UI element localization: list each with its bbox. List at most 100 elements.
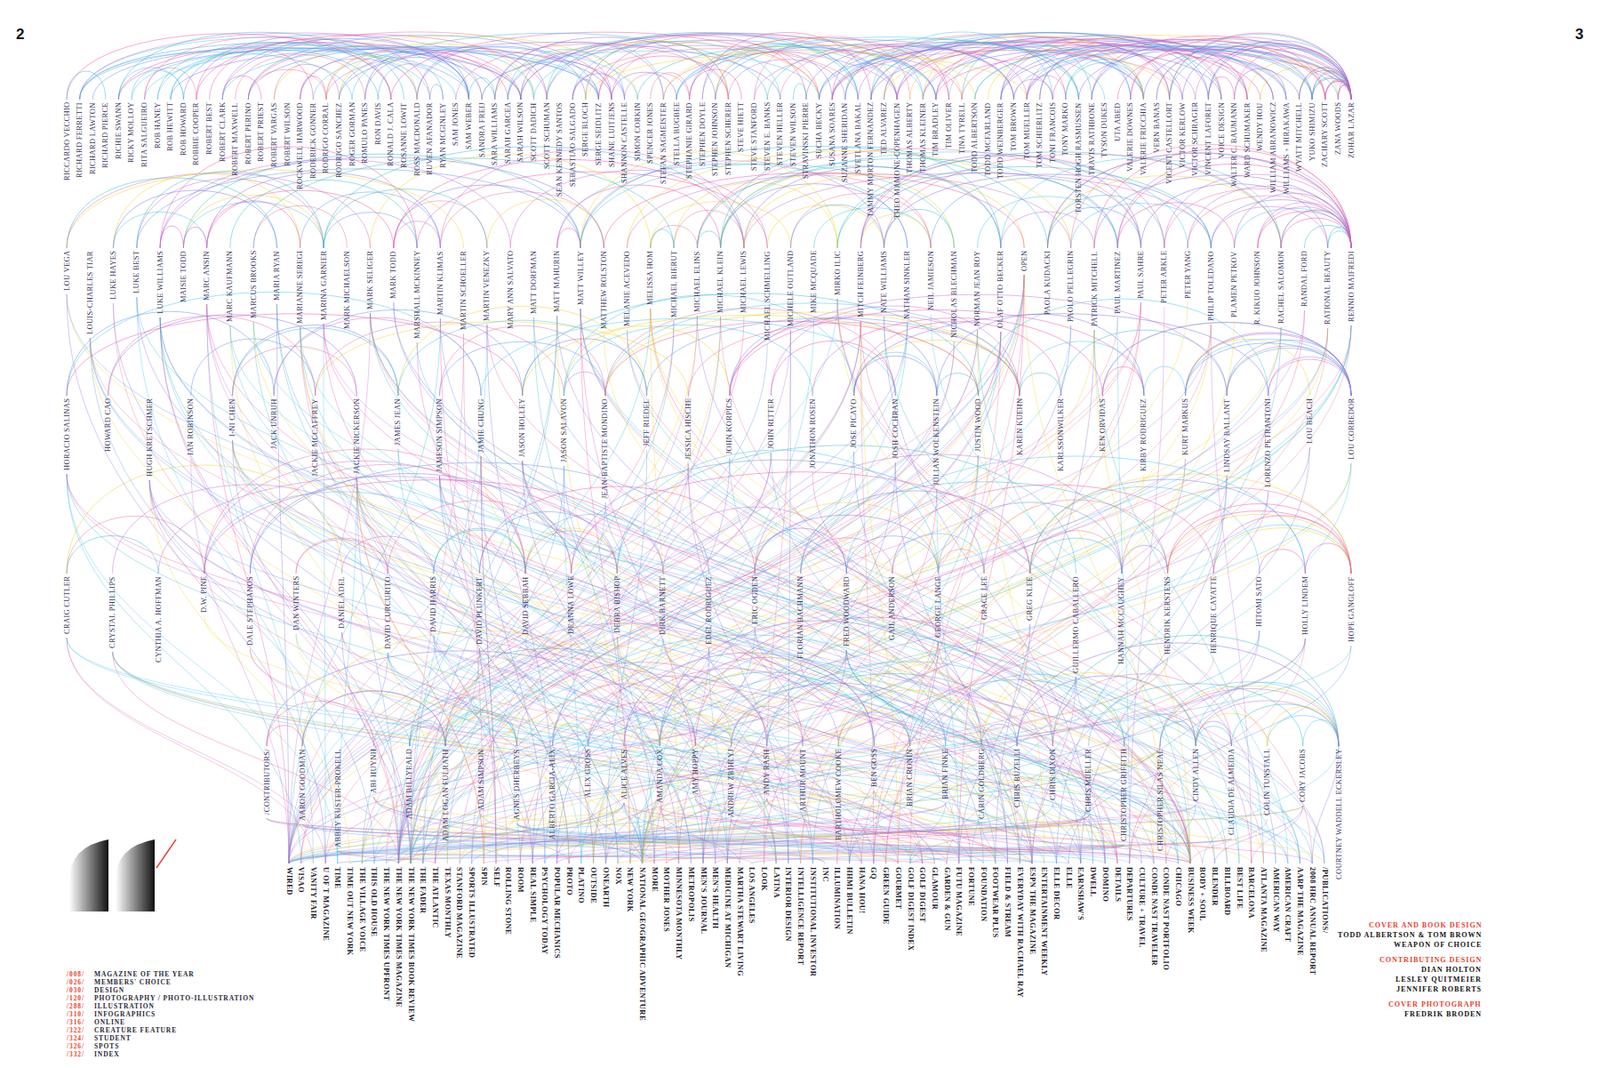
connection-arc [910,809,1192,864]
connection-arc [1000,40,1352,100]
publication-name: AMERICAN CRAFT [1284,866,1293,943]
contributor-name: RATIONAL BEAUTY [1323,250,1332,325]
connection-arc [1040,48,1170,100]
connection-arc [207,200,301,248]
connection-arc [183,201,324,248]
connection-arc [1019,341,1144,396]
contributor-name: R. KIKUO JOHNSON [1253,250,1262,325]
connection-arc [118,48,521,100]
connection-arc [959,274,1024,864]
connection-arc [277,304,570,864]
publication-name: THE FADER [419,866,428,913]
connection-arc [398,316,744,864]
connection-arc [66,637,1312,864]
publication-name: METROPOLIS [687,866,696,922]
index-section: DESIGN [94,986,125,994]
connection-arc [987,35,1326,100]
connection-arc [323,323,326,864]
connection-arc [66,71,106,100]
connection-arc [557,228,581,248]
publication-name: DETAILS [1113,866,1122,903]
connection-arc [837,298,1312,864]
contributor-name: ROBERT VARGAS [270,102,279,168]
contributor-name: MARTIN VENEZKY [482,250,491,321]
connection-arc [663,638,1118,864]
publication-name: MEDICINE AT MICHIGAN [723,866,732,968]
connection-arc [66,473,338,864]
contributor-name: DAVID HARRIS [429,576,438,632]
connection-arc [659,806,1312,864]
connection-arc [1094,175,1352,248]
contributor-name: LOU VEGA [63,250,72,291]
contributor-name: STEVE HIETT [736,102,745,152]
contributor-name: HUGH KRETSCHMER [145,398,154,477]
connection-arc [409,822,509,864]
contributor-name: SHANNON CASTELLE [620,102,629,184]
connection-arc [1091,39,1352,100]
publication-name: WIRED [285,866,294,896]
publication-name: AARP THE MAGAZINE [1296,866,1305,956]
connection-arc [232,346,358,397]
credit-name: LESLEY QUITMEIER [1395,976,1482,984]
publication-name: CHICAGO [1175,866,1184,906]
connection-arc [113,173,301,248]
connection-arc [1312,78,1352,100]
connection-arc [1160,681,1339,746]
connection-arc [792,83,807,100]
contributor-name: FRED WOODWARD [842,576,851,647]
contributor-name: YUKO SHIMIZU [1308,102,1317,161]
contributor-name: RICCARDO VECCHIO [63,102,72,181]
contributor-name: MATT DORFMAN [529,250,538,314]
contributor-name: RUVEN AFANADOR [425,102,434,176]
index-page-number: /288/ [66,1002,85,1010]
contributor-name: NEIL JAMIESON [927,250,936,311]
connection-arc [977,329,1192,864]
contributor-name: CHRIS BUZELLI [1013,748,1022,808]
connection-arc [1094,329,1264,864]
contributor-name: RODRIGO CORRAL [321,102,330,174]
connection-arc [136,296,1301,864]
contributor-name: SCOTT SCHUMAN [543,102,552,169]
connection-arc [873,790,1325,864]
contributor-name: CINDY ALLEN [1192,748,1200,801]
contributor-name: FLORIAN BACHMANN [796,576,805,659]
connection-arc [754,627,1325,864]
contributor-name: ALEX GROSS [584,748,592,798]
contributor-name: JESSICA HISCHE [684,398,693,460]
contributor-name: WYATT MITCHELL [1295,102,1304,172]
connection-arc [326,48,482,100]
connection-arc [160,317,642,864]
contributor-name: DAN WINTERS [292,576,301,631]
connection-arc [605,449,647,864]
connection-arc [642,328,1328,864]
connection-arc [516,823,1032,864]
contributor-name: AMANDA COX [656,748,664,803]
connection-arc [800,662,1288,864]
connection-arc [860,320,898,864]
page-number: 3 [1575,26,1584,42]
publication-name: MINNESOTA MONTHLY [675,866,684,960]
connection-arc [588,800,643,864]
connection-arc [642,325,1352,864]
connection-arc [323,212,417,248]
contributor-name: BARTHOLOMEW COOKE [834,748,843,840]
publication-name: BUSINESS WEEK [1186,866,1195,934]
publication-name: LOOK [760,866,769,891]
contributor-name: HANNAH MCCAUGHEY [1117,576,1126,664]
connection-arc [522,460,1191,864]
publication-name: MOTHER JONES [663,866,672,932]
connection-arc [80,47,470,100]
connection-arc [377,64,443,100]
contributor-name: RON DAVIS [374,102,383,145]
index-section: MEMBERS' CHOICE [94,978,172,986]
index-page-number: /310/ [66,1010,85,1018]
contributor-name: TYSON DUKES [1100,102,1109,158]
publication-name: PLATINO [577,866,586,904]
contributor-name: ROBERT CLARK [218,102,227,162]
connection-arc [196,48,313,100]
connection-arc [650,308,1191,864]
connection-arc [1280,217,1352,248]
contributor-name: LOUIS-CHARLES TIAR [86,250,95,335]
contributor-name: THEO MAMONE-COPENHAGEN [893,102,902,219]
contributor-name: /CONTRIBUTORS/ [263,748,272,815]
